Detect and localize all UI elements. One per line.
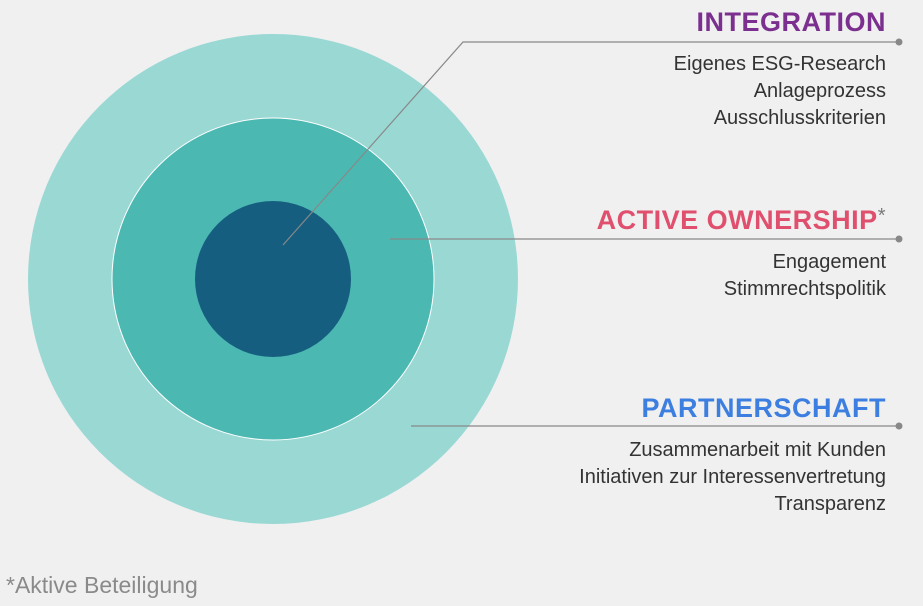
partnerschaft-items: Zusammenarbeit mit Kunden Initiativen zu… (579, 437, 886, 518)
active-ownership-item: Engagement (772, 251, 886, 273)
partnerschaft-item: Transparenz (774, 493, 886, 515)
active-ownership-heading: ACTIVE OWNERSHIP (596, 205, 878, 235)
integration-leader-line (282, 41, 899, 246)
partnerschaft-item: Zusammenarbeit mit Kunden (629, 439, 886, 461)
partnerschaft-block: PARTNERSCHAFT Zusammenarbeit mit Kunden … (579, 392, 886, 518)
partnerschaft-heading: PARTNERSCHAFT (641, 393, 886, 423)
integration-leader-dot (895, 38, 903, 46)
active-ownership-block: ACTIVE OWNERSHIP* Engagement Stimmrechts… (597, 204, 886, 303)
active-ownership-heading-row: ACTIVE OWNERSHIP* (597, 204, 886, 236)
integration-items: Eigenes ESG-Research Anlageprozess Aussc… (674, 51, 886, 132)
active-ownership-item: Stimmrechtspolitik (723, 278, 886, 300)
integration-heading: INTEGRATION (696, 7, 886, 37)
integration-item: Eigenes ESG-Research (673, 53, 886, 75)
integration-item: Anlageprozess (753, 80, 886, 102)
integration-item: Ausschlusskriterien (713, 107, 886, 129)
partnerschaft-item: Initiativen zur Interessenvertretung (579, 466, 886, 488)
partnerschaft-leader-dot (895, 422, 903, 430)
integration-block: INTEGRATION Eigenes ESG-Research Anlagep… (674, 6, 886, 132)
active-ownership-leader-dot (895, 235, 903, 243)
active-ownership-items: Engagement Stimmrechtspolitik (597, 249, 886, 303)
footnote: *Aktive Beteiligung (6, 572, 198, 598)
inner-ring (195, 201, 351, 357)
footnote-marker: * (877, 205, 886, 227)
